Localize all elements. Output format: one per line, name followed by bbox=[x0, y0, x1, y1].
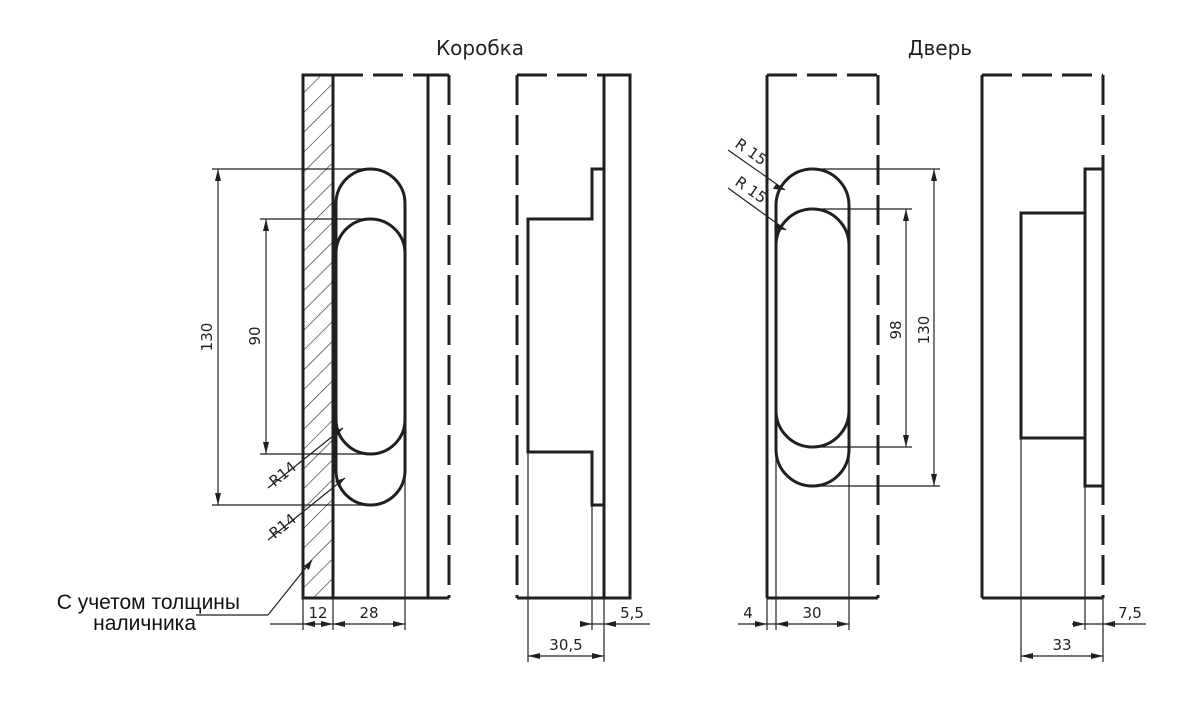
frame-side-hinge bbox=[526, 167, 604, 507]
frame-inner-slot bbox=[334, 217, 407, 456]
frame-side-plate bbox=[602, 73, 632, 600]
frame-dim-90: 90 bbox=[246, 326, 264, 345]
frame-dim-5-5: 5,5 bbox=[620, 604, 644, 622]
frame-side-view: 30,5 5,5 bbox=[515, 73, 650, 662]
door-side-body bbox=[1019, 211, 1087, 440]
door-dim-98: 98 bbox=[887, 320, 905, 339]
door-inner-slot bbox=[774, 207, 851, 449]
door-dim-4: 4 bbox=[743, 604, 753, 622]
door-title: Дверь bbox=[908, 36, 972, 60]
trim-hatch bbox=[303, 75, 333, 598]
note-line1: С учетом толщины bbox=[57, 591, 240, 614]
door-dim-33: 33 bbox=[1052, 636, 1071, 654]
trim-strip bbox=[301, 73, 335, 600]
door-front-view: R 15 R 15 98 130 4 30 bbox=[727, 73, 940, 630]
door-side-view: 33 7,5 bbox=[980, 73, 1146, 662]
note-line2: наличника bbox=[93, 612, 196, 635]
frame-title: Коробка bbox=[436, 36, 524, 60]
door-side-plate bbox=[1083, 167, 1105, 488]
frame-front-view: 130 90 R14 R14 12 28 bbox=[196, 73, 451, 630]
frame-dim-12: 12 bbox=[308, 604, 327, 622]
frame-dim-30-5: 30,5 bbox=[549, 636, 582, 654]
door-radius-b: R 15 bbox=[732, 173, 770, 207]
door-dim-7-5: 7,5 bbox=[1118, 604, 1142, 622]
door-dim-130: 130 bbox=[915, 316, 933, 345]
door-dim-30: 30 bbox=[802, 604, 821, 622]
frame-dim-130: 130 bbox=[198, 323, 216, 352]
frame-dim-28: 28 bbox=[359, 604, 378, 622]
door-radius-a: R 15 bbox=[732, 135, 770, 169]
